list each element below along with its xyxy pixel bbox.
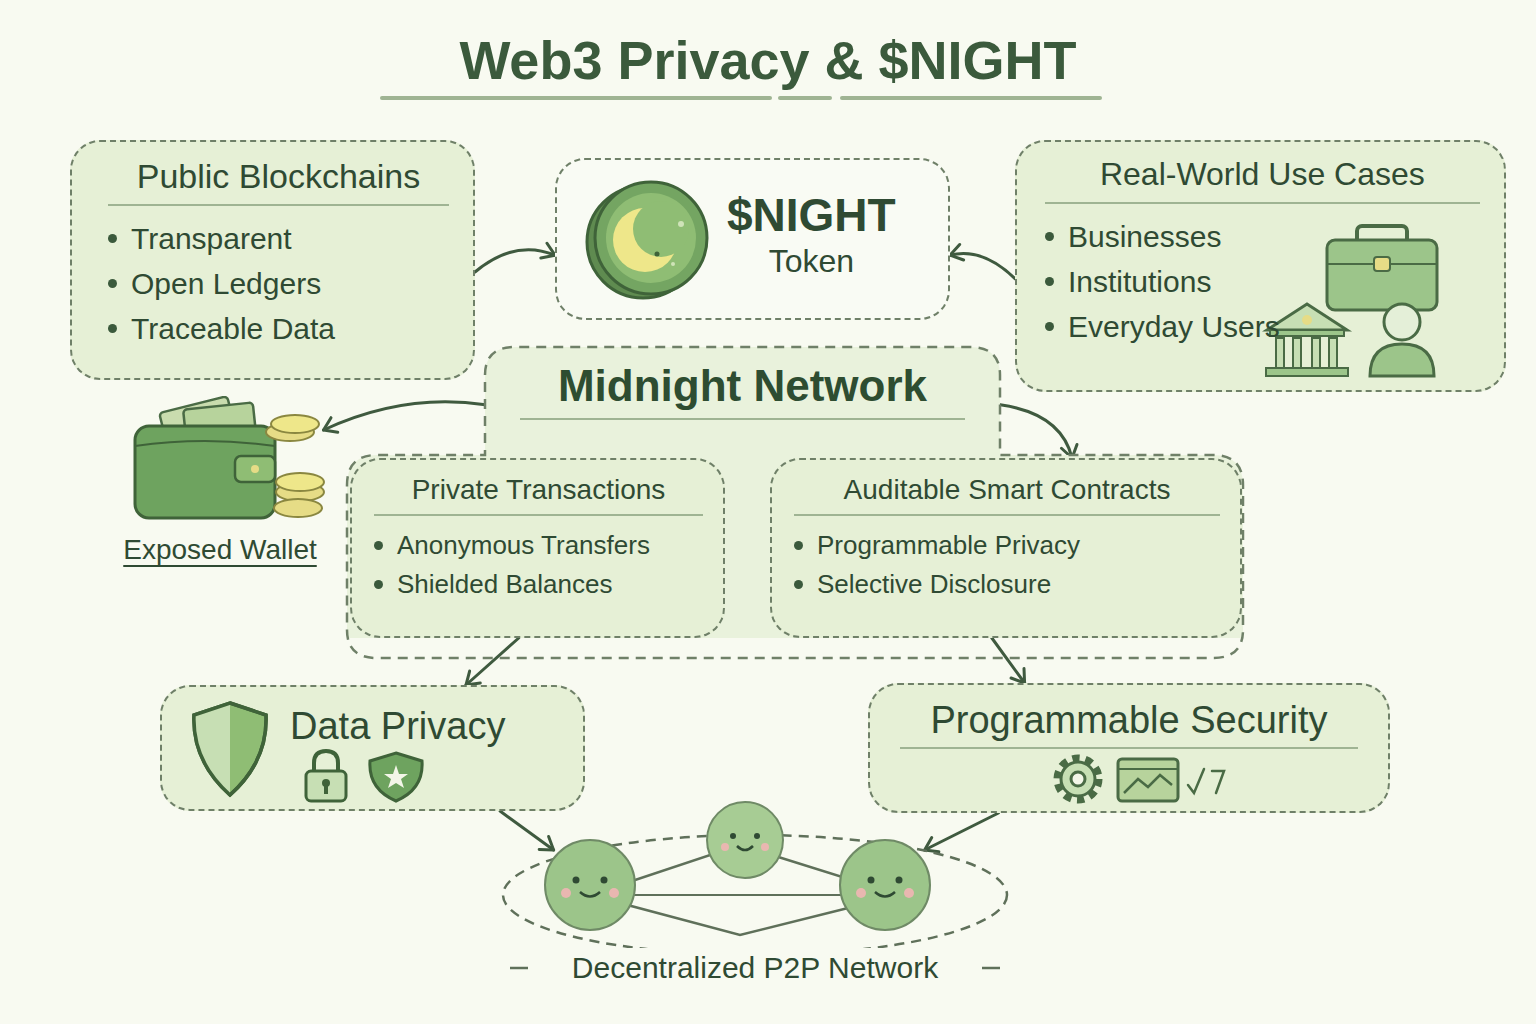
wallet-figure: Exposed Wallet (105, 392, 335, 582)
heading-rule (374, 514, 703, 516)
box-heading: Auditable Smart Contracts (794, 472, 1220, 508)
flow-arrow (475, 250, 555, 272)
bullet-dot (794, 580, 803, 589)
feature-box: Real-World Use CasesBusinessesInstitutio… (1015, 140, 1506, 392)
bullet-dot (108, 279, 117, 288)
bullet-dot (374, 580, 383, 589)
group-heading: Midnight Network (485, 359, 1000, 413)
box-heading: Private Transactions (374, 472, 703, 508)
title-underline (382, 96, 770, 100)
bullet-row: Shielded Balances (374, 565, 703, 604)
lock-and-badge-icons (300, 749, 440, 803)
bullet-text: Transparent (131, 216, 292, 261)
feature-box: Private TransactionsAnonymous TransfersS… (350, 458, 725, 638)
night-coin-icon (585, 174, 715, 304)
diagram-title: Web3 Privacy & $NIGHT (0, 28, 1536, 92)
box-heading: Real-World Use Cases (1045, 154, 1480, 196)
flow-arrow (925, 813, 999, 850)
bullet-row: Businesses (1045, 214, 1480, 259)
exposed-wallet-illustration (105, 396, 335, 521)
box-heading: Data Privacy (290, 703, 559, 749)
bullet-row: Programmable Privacy (794, 526, 1220, 565)
gear-and-panel-icons (1050, 751, 1250, 807)
bullet-text: Institutions (1068, 259, 1211, 304)
bullet-row: Selective Disclosure (794, 565, 1220, 604)
bullet-row: Everyday Users (1045, 304, 1480, 349)
bullet-text: Businesses (1068, 214, 1221, 259)
bullet-row: Transparent (108, 216, 449, 261)
heading-rule (794, 514, 1220, 516)
token-text: $NIGHTToken (727, 190, 896, 282)
wallet-label: Exposed Wallet (105, 532, 335, 568)
use-case-icons (1262, 212, 1452, 382)
bullet-row: Traceable Data (108, 306, 449, 351)
bullet-text: Anonymous Transfers (397, 526, 650, 565)
heading-rule (900, 747, 1358, 749)
bullet-text: Selective Disclosure (817, 565, 1051, 604)
network-group: Midnight NetworkPrivate TransactionsAnon… (345, 345, 1245, 660)
token-name: $NIGHT (727, 190, 896, 241)
bullet-dot (1045, 277, 1054, 286)
title-underline (780, 96, 830, 100)
bullet-dot (374, 541, 383, 550)
token-subtitle: Token (727, 241, 896, 283)
title-underline (842, 96, 1100, 100)
bullet-row: Institutions (1045, 259, 1480, 304)
heading-rule (108, 204, 449, 206)
bullet-dot (108, 234, 117, 243)
token-box: $NIGHTToken (555, 158, 950, 320)
bullet-text: Open Ledgers (131, 261, 321, 306)
bullet-dot (108, 324, 117, 333)
box-heading: Programmable Security (900, 697, 1358, 743)
bullet-row: Open Ledgers (108, 261, 449, 306)
flow-arrow (950, 253, 1015, 278)
bullet-dot (794, 541, 803, 550)
network-label: Decentralized P2P Network (566, 948, 944, 988)
bullet-text: Shielded Balances (397, 565, 612, 604)
feature-box: Data Privacy (160, 685, 585, 811)
bullet-dot (1045, 322, 1054, 331)
flow-arrow (324, 402, 486, 430)
bullet-dot (1045, 232, 1054, 241)
flow-arrow (1000, 405, 1072, 458)
flow-arrow (500, 811, 554, 850)
flow-arrow (466, 638, 519, 685)
heading-rule (1045, 202, 1480, 204)
box-heading: Public Blockchains (108, 154, 449, 198)
bullet-text: Programmable Privacy (817, 526, 1080, 565)
bullet-row: Anonymous Transfers (374, 526, 703, 565)
feature-box: Public BlockchainsTransparentOpen Ledger… (70, 140, 475, 380)
flow-arrow (992, 638, 1025, 683)
shield-icon (188, 699, 272, 799)
bullet-text: Everyday Users (1068, 304, 1280, 349)
p2p-network: Decentralized P2P Network (490, 800, 1020, 1000)
feature-box: Auditable Smart ContractsProgrammable Pr… (770, 458, 1242, 638)
feature-box: Programmable Security (868, 683, 1390, 813)
bullet-text: Traceable Data (131, 306, 335, 351)
